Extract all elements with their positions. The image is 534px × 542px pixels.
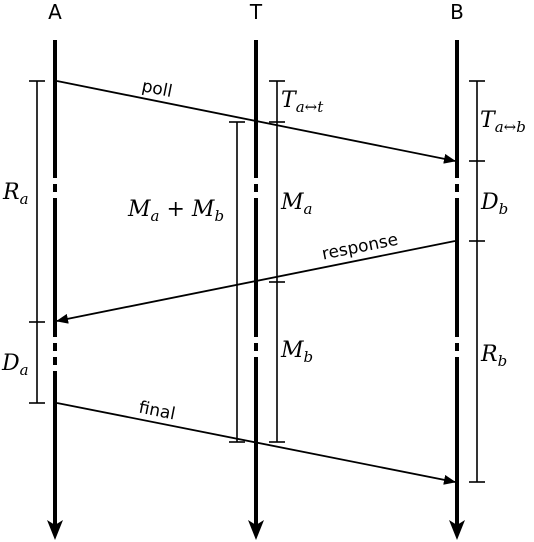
bracket-ra bbox=[29, 80, 45, 323]
node-label-t: T bbox=[249, 0, 263, 24]
label-ma-plus-mb: Ma + Mb bbox=[127, 197, 224, 225]
lifeline-b bbox=[449, 40, 465, 540]
bracket-rb bbox=[469, 241, 485, 483]
label-mb: Mb bbox=[280, 338, 313, 366]
lifeline-a bbox=[47, 40, 63, 540]
lifeline-t bbox=[248, 40, 264, 540]
response-arrow bbox=[56, 240, 456, 324]
label-rb: Rb bbox=[480, 342, 507, 370]
final-arrow bbox=[56, 402, 456, 485]
label-ma: Ma bbox=[280, 190, 312, 218]
label-tab: Ta↔b bbox=[480, 108, 526, 136]
bracket-ma-mb bbox=[229, 121, 245, 443]
bracket-mb bbox=[269, 282, 285, 443]
bracket-da bbox=[29, 322, 45, 404]
label-da: Da bbox=[1, 351, 29, 379]
label-ra: Ra bbox=[2, 180, 29, 208]
label-db: Db bbox=[480, 190, 508, 218]
node-label-a: A bbox=[48, 0, 62, 24]
node-label-b: B bbox=[450, 0, 464, 24]
poll-arrow bbox=[56, 80, 456, 164]
label-tat: Ta↔t bbox=[281, 88, 324, 116]
